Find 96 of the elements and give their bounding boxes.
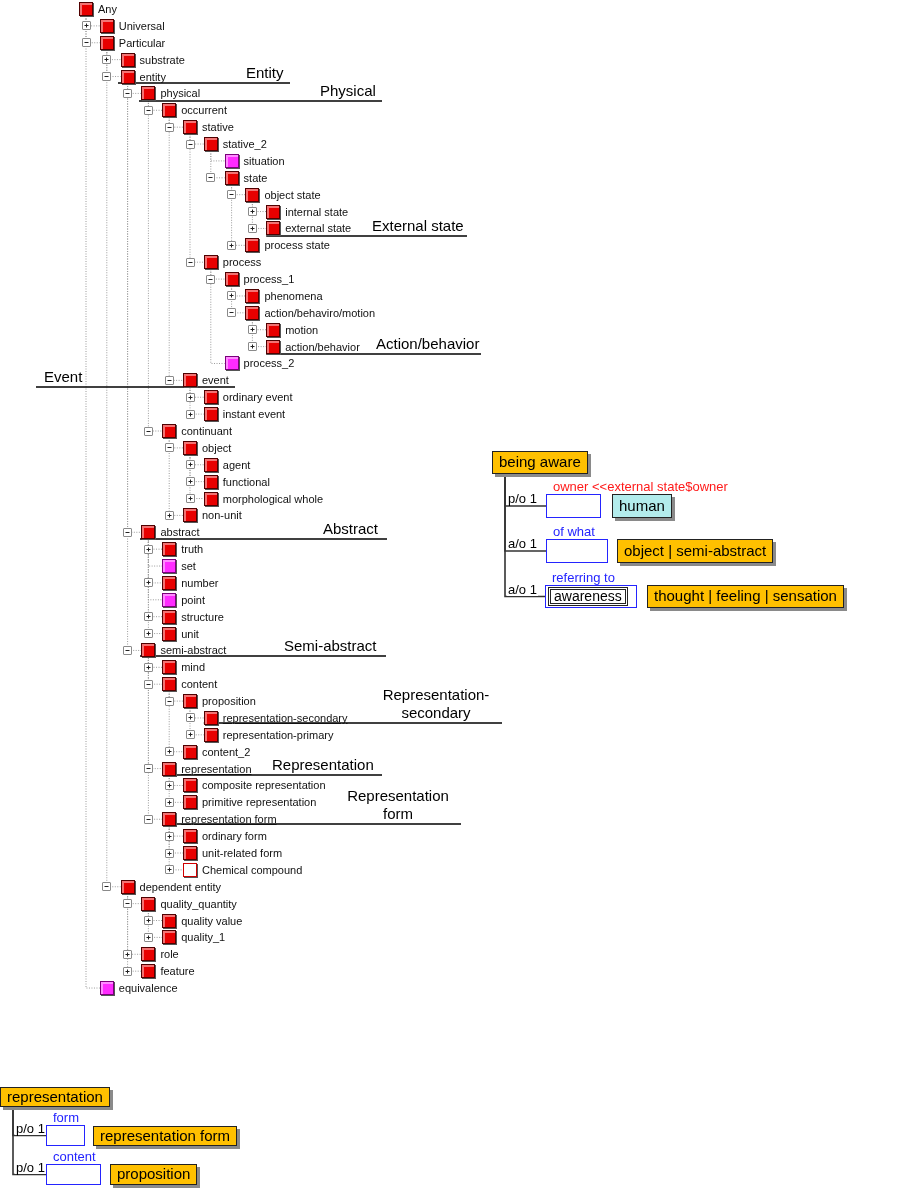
class-name: primitive representation (202, 795, 317, 810)
tree-line (106, 49, 122, 888)
underline-line (117, 82, 291, 84)
annotation-label: Representation (272, 756, 374, 774)
class-name: process_1 (243, 272, 295, 287)
edge-label: p/o 1 (15, 1121, 46, 1135)
class-name: representation form (181, 812, 277, 827)
class-name: process (222, 255, 262, 270)
edge-label: p/o 1 (15, 1160, 46, 1174)
class-name: external state (285, 221, 352, 236)
class-name: composite representation (202, 778, 326, 793)
underline-line (139, 655, 387, 657)
tree-line (147, 910, 163, 938)
class-name: entity (139, 69, 166, 84)
underline-line (139, 538, 388, 540)
tree-line (127, 83, 142, 651)
class-name: event (202, 373, 229, 388)
class-name: motion (285, 322, 319, 337)
class-name: non-unit (202, 508, 242, 523)
slot-name: referring to (551, 571, 616, 585)
class-name: state (243, 170, 268, 185)
class-name: action/behavior (285, 339, 360, 354)
class-name: ordinary form (202, 829, 267, 844)
class-name: morphological whole (222, 491, 324, 506)
class-name: instant event (222, 407, 286, 422)
class-name: mind (181, 660, 206, 675)
class-name: process_2 (243, 356, 295, 371)
edge-label: a/o 1 (507, 537, 538, 550)
class-name: set (181, 559, 196, 574)
class-name: substrate (139, 52, 185, 67)
class-name: number (181, 575, 219, 590)
concept-box: representation (0, 1087, 110, 1107)
class-name: stative_2 (222, 137, 267, 152)
tree-line (168, 775, 184, 803)
class-name: quality value (181, 913, 243, 928)
class-name: Chemical compound (202, 862, 303, 877)
class-name: physical (160, 86, 201, 101)
class-name: situation (243, 153, 285, 168)
concept-box: human (612, 494, 672, 518)
class-name: ordinary event (222, 390, 293, 405)
class-name: quality_1 (181, 930, 226, 945)
concept-box: being aware (492, 451, 588, 474)
class-name: Universal (118, 18, 165, 33)
class-name: unit-related form (202, 846, 283, 860)
tree-line (189, 454, 205, 499)
underline-line (265, 235, 468, 237)
annotation-label: Entity (246, 64, 284, 82)
class-name: equivalence (118, 981, 178, 996)
tree-line (251, 201, 267, 229)
concept-box: awareness (548, 587, 628, 606)
class-name: role (160, 947, 179, 962)
class-name: semi-abstract (160, 643, 227, 658)
class-name: functional (222, 474, 270, 489)
tree-line (127, 893, 142, 972)
underline-line (265, 353, 482, 355)
class-name: occurrent (181, 103, 228, 118)
class-name: continuant (181, 424, 232, 438)
class-name: Any (98, 2, 117, 16)
class-name: action/behaviro/motion (264, 305, 376, 320)
tree-line (251, 319, 267, 348)
concept-box: thought | feeling | sensation (647, 585, 844, 608)
class-name: structure (181, 609, 224, 624)
class-name: Particular (118, 35, 166, 50)
class-name: abstract (160, 525, 200, 540)
class-name: quality_quantity (160, 896, 237, 911)
slot-name: form (52, 1111, 80, 1125)
class-name: truth (181, 542, 204, 557)
concept-box: proposition (110, 1164, 198, 1185)
concept-box: representation form (93, 1126, 238, 1146)
class-name: proposition (202, 694, 256, 709)
annotation-label: Physical (320, 82, 376, 100)
class-name: phenomena (264, 288, 323, 303)
edge-label: a/o 1 (507, 582, 538, 596)
class-name: representation-secondary (222, 710, 348, 725)
class-name: point (181, 592, 206, 607)
tree-line (231, 184, 246, 246)
class-name: object state (264, 187, 321, 202)
underline-line (35, 386, 236, 388)
edge-label: p/o 1 (507, 492, 538, 505)
slot-name: of what (552, 525, 596, 539)
class-name: feature (160, 964, 195, 979)
underline-line (138, 100, 383, 102)
slot-name: content (52, 1150, 97, 1164)
class-name: agent (222, 457, 251, 472)
class-name: unit (181, 626, 199, 641)
class-name: content_2 (202, 744, 251, 759)
class-name: content (181, 677, 218, 692)
class-name: representation (181, 761, 252, 776)
class-name: process state (264, 238, 330, 253)
class-name: dependent entity (139, 879, 221, 894)
class-name: representation-primary (222, 727, 334, 742)
concept-box: object | semi-abstract (617, 539, 774, 563)
class-name: object (202, 440, 232, 455)
class-name: internal state (285, 204, 349, 219)
slot-name: owner <<external state$owner (552, 480, 728, 494)
class-name: stative (202, 120, 234, 135)
